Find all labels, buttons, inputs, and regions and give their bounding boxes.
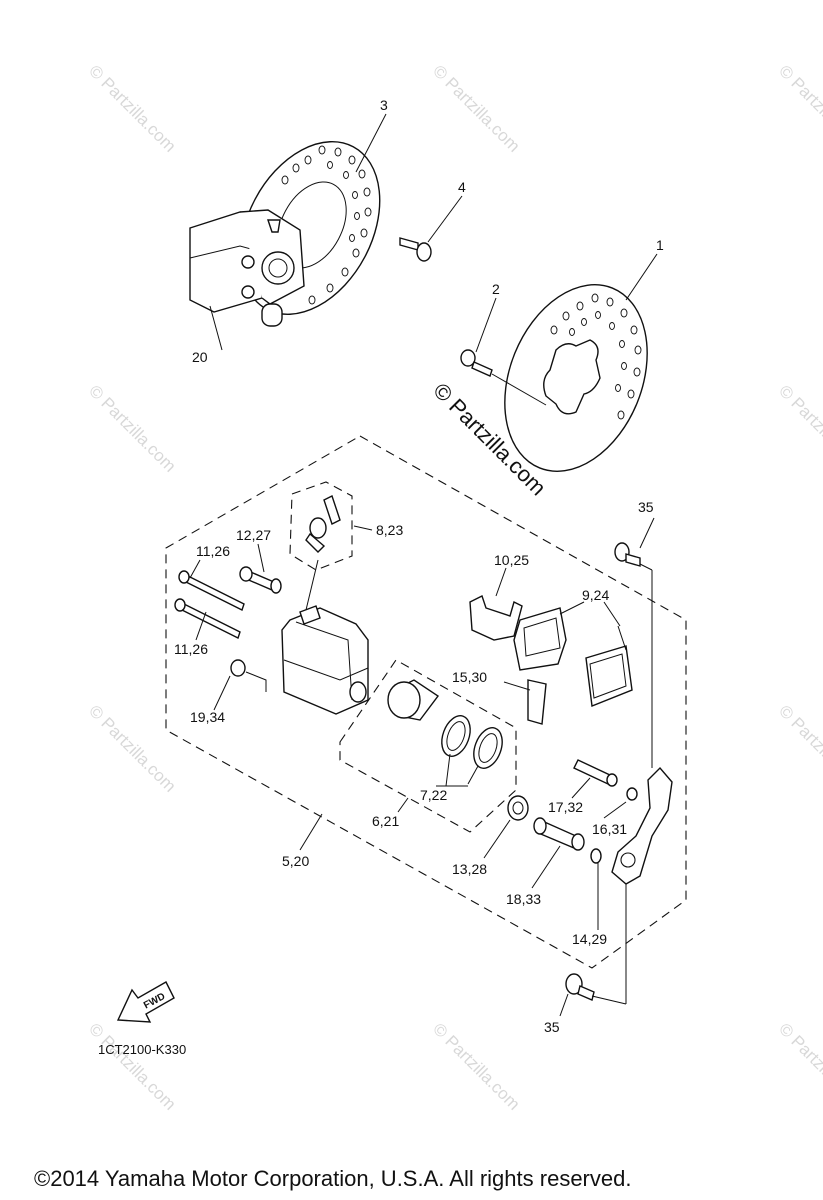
callout-15-30: 15,30 [452,669,487,685]
callout-19-34: 19,34 [190,709,225,725]
bleed-screw [305,495,341,553]
callout-11-26-b: 11,26 [174,641,208,657]
watermark: © Partzilla.com [775,701,823,795]
callout-7-22: 7,22 [420,787,447,803]
piston-group-boundary [339,659,517,833]
forward-direction-arrow: FWD [116,981,175,1023]
watermark: © Partzilla.com [85,61,179,155]
callout-14-29: 14,29 [572,931,607,947]
callout-18-33: 18,33 [506,891,541,907]
callout-17-32: 17,32 [548,799,583,815]
callout-1: 1 [656,237,664,253]
callout-16-31: 16,31 [592,821,627,837]
callout-20: 20 [192,349,208,365]
callout-5-20: 5,20 [282,853,309,869]
watermark: © Partzilla.com [775,381,823,475]
callout-labels: 3 4 1 2 20 8,23 12,27 11,26 11,26 10,25 … [174,97,664,1035]
caliper-bolt [239,566,282,594]
rear-brake-disc [504,284,648,472]
sleeve-bolt [533,817,585,851]
callout-13-28: 13,28 [452,861,487,877]
callout-11-26-a: 11,26 [196,543,230,559]
callout-2: 2 [492,281,500,297]
callout-4: 4 [458,179,466,195]
o-ring [590,848,602,864]
watermark: © Partzilla.com [85,381,179,475]
bleed-screw-group-boundary [289,481,353,571]
callout-6-21: 6,21 [372,813,399,829]
bracket-bolt-top [614,542,641,567]
watermark: © Partzilla.com [85,1019,179,1113]
slide-pin [174,570,245,639]
boot [507,795,529,821]
brake-pads [513,607,633,707]
callout-35-bottom: 35 [544,1019,560,1035]
watermark: © Partzilla.com [775,1019,823,1113]
watermark: © Partzilla.com [429,1019,523,1113]
callout-8-23: 8,23 [376,522,403,538]
disc-bolt [399,237,432,262]
callout-9-24: 9,24 [582,587,609,603]
pad-support [469,595,523,641]
watermark: © Partzilla.com [85,701,179,795]
caliper-bracket [611,766,673,885]
front-brake-caliper [189,209,305,327]
callout-35-top: 35 [638,499,654,515]
watermark: © Partzilla.com [775,61,823,155]
callout-3: 3 [380,97,388,113]
bracket-pin [573,759,618,787]
pad-spring [527,679,547,725]
watermark: © Partzilla.com [429,61,523,155]
callout-10-25: 10,25 [494,552,529,568]
callout-12-27: 12,27 [236,527,271,543]
piston [387,679,440,721]
bracket-bolt-bottom [565,973,595,1001]
diagram-code: 1CT2100-K330 [98,1042,186,1057]
dust-cap [230,659,267,692]
leader-lines [189,113,658,1017]
caliper-assembly-boundary [165,435,687,969]
copyright-notice: ©2014 Yamaha Motor Corporation, U.S.A. A… [34,1166,631,1191]
washer [626,787,638,801]
rear-brake-caliper [281,605,369,715]
leader-line [491,373,547,406]
piston-seals [441,715,503,769]
rear-disc-bolt [460,349,493,377]
